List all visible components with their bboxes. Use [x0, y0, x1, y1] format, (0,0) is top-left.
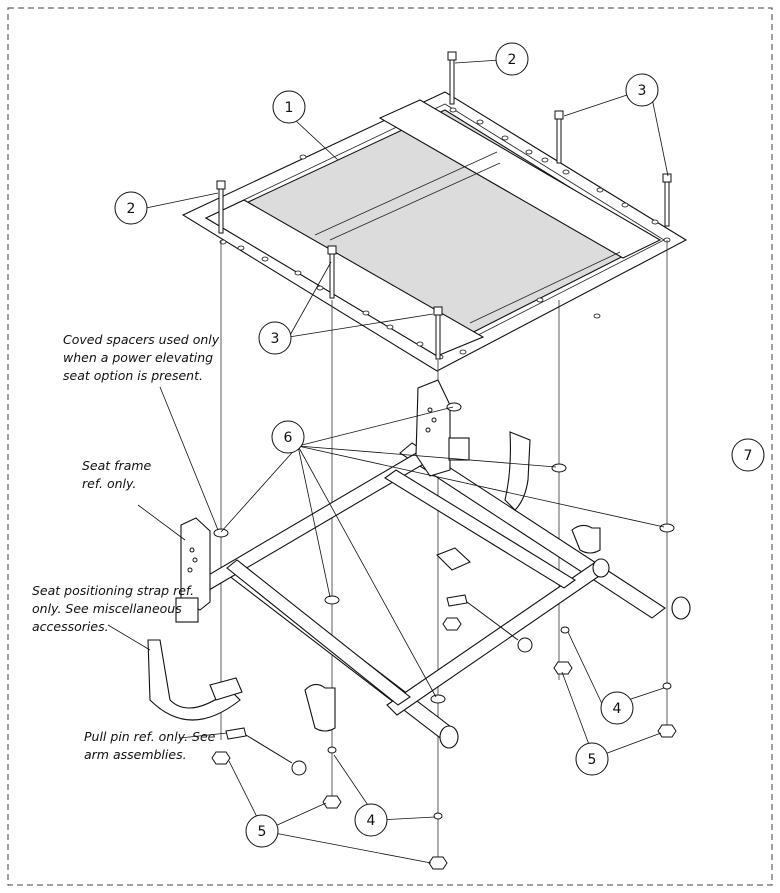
- svg-text:when a power elevating: when a power elevating: [63, 350, 213, 365]
- svg-text:1: 1: [285, 100, 294, 116]
- svg-text:7: 7: [744, 448, 753, 464]
- svg-text:3: 3: [638, 83, 647, 99]
- note-coved-spacers: Coved spacers used only when a power ele…: [63, 332, 220, 383]
- callout-1: 1: [272, 90, 339, 161]
- callout-3-top: 3: [625, 73, 659, 107]
- svg-text:arm assemblies.: arm assemblies.: [84, 747, 187, 762]
- callout-5-right: 5: [575, 742, 609, 776]
- note-seat-frame: Seat frame ref. only.: [82, 458, 152, 491]
- note-positioning-strap: Seat positioning strap ref. only. See mi…: [32, 583, 194, 634]
- svg-text:Seat frame: Seat frame: [82, 458, 152, 473]
- svg-text:3: 3: [271, 331, 280, 347]
- svg-text:Pull pin ref. only. See: Pull pin ref. only. See: [84, 729, 216, 744]
- callout-2-top: 2: [495, 42, 529, 76]
- svg-text:2: 2: [127, 201, 136, 217]
- svg-text:4: 4: [367, 813, 376, 829]
- callout-4-right: 4: [600, 691, 634, 725]
- bolts: [216, 51, 672, 360]
- svg-text:accessories.: accessories.: [32, 619, 109, 634]
- svg-text:seat option is present.: seat option is present.: [63, 368, 203, 383]
- callout-4-bottom: 4: [354, 803, 388, 837]
- callout-6: 6: [271, 420, 305, 454]
- svg-text:5: 5: [588, 752, 597, 768]
- svg-text:only. See miscellaneous: only. See miscellaneous: [32, 601, 182, 616]
- pull-pins: [225, 594, 533, 776]
- svg-text:4: 4: [613, 701, 622, 717]
- note-pull-pin: Pull pin ref. only. See arm assemblies.: [84, 729, 216, 762]
- callout-7: 7: [731, 438, 765, 472]
- callout-5-bottom: 5: [245, 814, 279, 848]
- svg-text:Coved spacers used only: Coved spacers used only: [63, 332, 220, 347]
- callout-2-left: 2: [114, 191, 148, 225]
- svg-text:2: 2: [508, 52, 517, 68]
- svg-text:6: 6: [284, 430, 293, 446]
- svg-text:5: 5: [258, 824, 267, 840]
- seat-frame: [147, 379, 691, 749]
- svg-text:Seat positioning strap ref.: Seat positioning strap ref.: [32, 583, 194, 598]
- svg-text:ref. only.: ref. only.: [82, 476, 136, 491]
- dashed-border: [7, 7, 773, 886]
- seat-pan: [181, 91, 688, 372]
- hardware: [211, 402, 677, 870]
- callout-3-bottom: 3: [258, 321, 292, 355]
